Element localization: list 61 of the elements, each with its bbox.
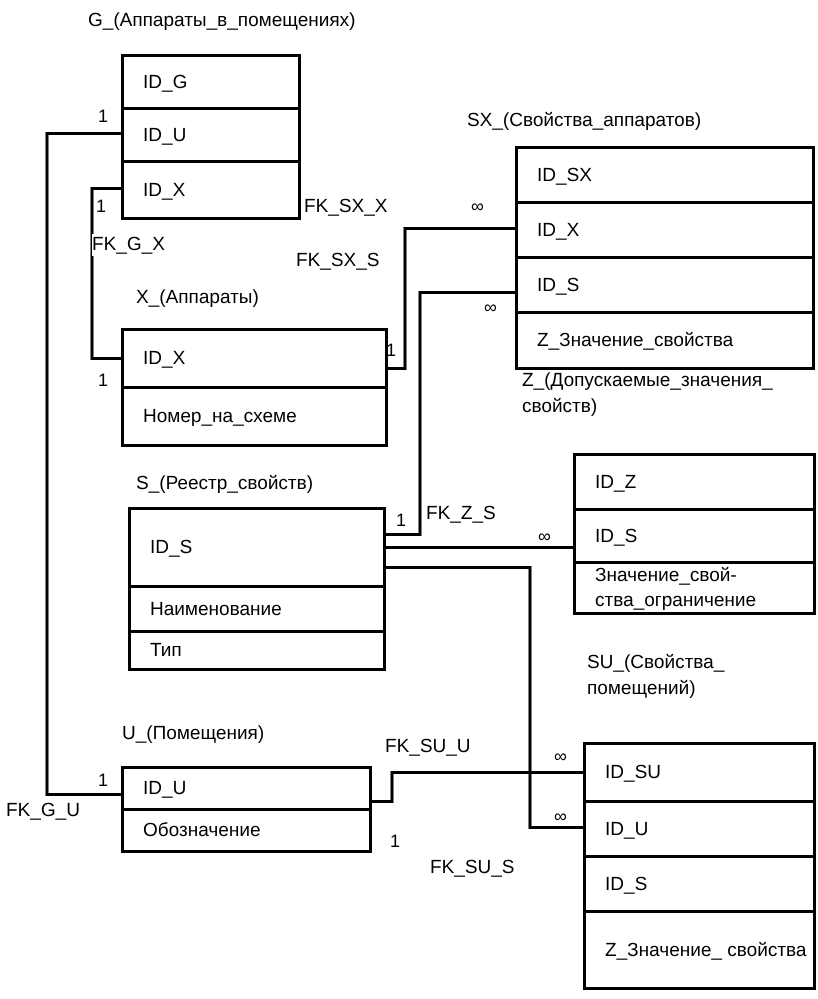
entity-table [121,766,372,853]
edge-label: FK_SU_S [430,857,514,879]
cardinality-label: ∞ [471,196,484,216]
cardinality-label: ∞ [484,297,497,317]
table-field: Наименование [128,585,386,630]
edge-label: FK_G_U [6,800,80,822]
entity-table [128,507,386,671]
table-field: ID_S [128,510,386,585]
relationship-line [386,546,573,549]
table-title: SX_(Свойства_аппаратов) [467,109,702,133]
table-field: ID_U [583,800,816,855]
table-field: ID_X [121,331,388,386]
edge-label: FK_SU_U [385,736,471,758]
entity-table [583,742,816,990]
table-title: SU_(Свойства_ помещений) [587,651,726,701]
table-field: ID_S [515,256,815,311]
cardinality-label: 1 [98,106,108,126]
table-field: Z_Значение_свойства [515,311,815,367]
relationship-line [372,771,583,803]
table-field: ID_S [573,508,816,561]
cardinality-label: 1 [98,370,108,390]
table-field: Обозначение [121,808,372,850]
table-field: ID_X [121,160,301,217]
entity-table [121,328,388,447]
entity-table [515,146,815,370]
table-field: Тип [128,630,386,668]
cardinality-label: ∞ [538,526,551,546]
edge-label: FK_Z_S [426,503,496,525]
cardinality-label: 1 [98,770,108,790]
table-title: G_(Аппараты_в_помещениях) [88,9,356,33]
table-title: X_(Аппараты) [136,286,260,310]
table-field: ID_S [583,855,816,910]
table-field: ID_U [121,769,372,808]
relationship-line [388,227,515,370]
table-field: Z_Значение_ свойства [583,910,816,987]
table-title: Z_(Допускаемые_значения_ свойств) [522,369,774,419]
cardinality-label: ∞ [554,806,567,826]
entity-table [121,54,301,220]
edge-label: FK_SX_X [304,196,388,218]
table-title: S_(Реестр_свойств) [136,472,314,496]
cardinality-label: ∞ [554,746,567,766]
cardinality-label: 1 [96,196,106,216]
cardinality-label: 1 [390,831,400,851]
edge-label: FK_G_X [92,234,165,256]
table-field: ID_SX [515,149,815,201]
relationship-line [386,291,515,536]
relationship-line [46,132,121,796]
table-title: U_(Помещения) [122,722,266,746]
relationship-line [386,566,583,829]
cardinality-label: 1 [396,510,406,530]
table-field: ID_U [121,107,301,160]
cardinality-label: 1 [386,340,396,360]
table-field: ID_X [515,201,815,256]
table-field: ID_SU [583,745,816,800]
entity-table [573,453,816,615]
table-field: Номер_на_схеме [121,386,388,444]
relationship-line [90,187,121,360]
edge-label: FK_SX_S [296,250,380,272]
table-field: ID_Z [573,456,816,508]
table-field: Значение_свой- ства_ограничение [573,561,816,612]
table-field: ID_G [121,57,301,107]
